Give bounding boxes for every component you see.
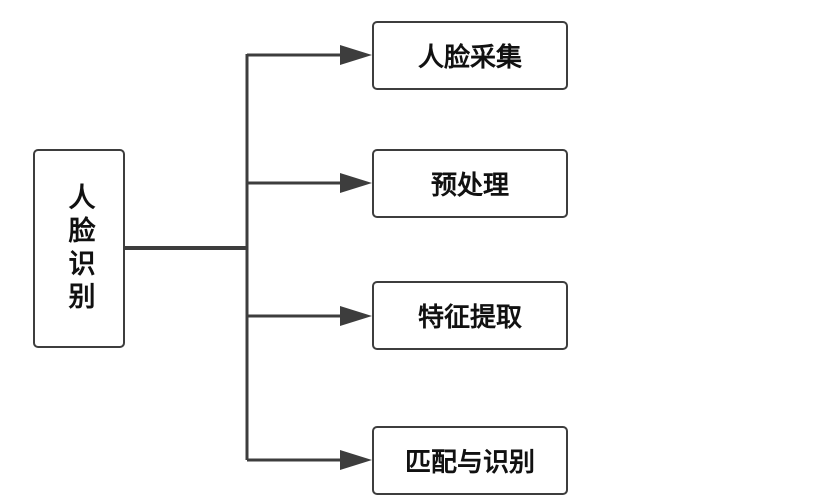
root-node-label: 人脸识别	[63, 182, 95, 315]
child-node-label: 预处理	[430, 171, 509, 201]
arrowhead-4	[340, 450, 372, 470]
child-node-label: 人脸采集	[417, 43, 522, 73]
arrowhead-3	[340, 306, 372, 326]
arrowhead-1	[340, 45, 372, 65]
child-node-label: 匹配与识别	[404, 448, 535, 478]
root-node: 人脸识别	[33, 149, 125, 348]
child-node-matching-recognition: 匹配与识别	[372, 426, 568, 495]
child-node-feature-extraction: 特征提取	[372, 281, 568, 350]
child-node-preprocessing: 预处理	[372, 149, 568, 218]
arrowhead-2	[340, 173, 372, 193]
child-node-face-capture: 人脸采集	[372, 21, 568, 90]
child-node-label: 特征提取	[417, 303, 522, 333]
